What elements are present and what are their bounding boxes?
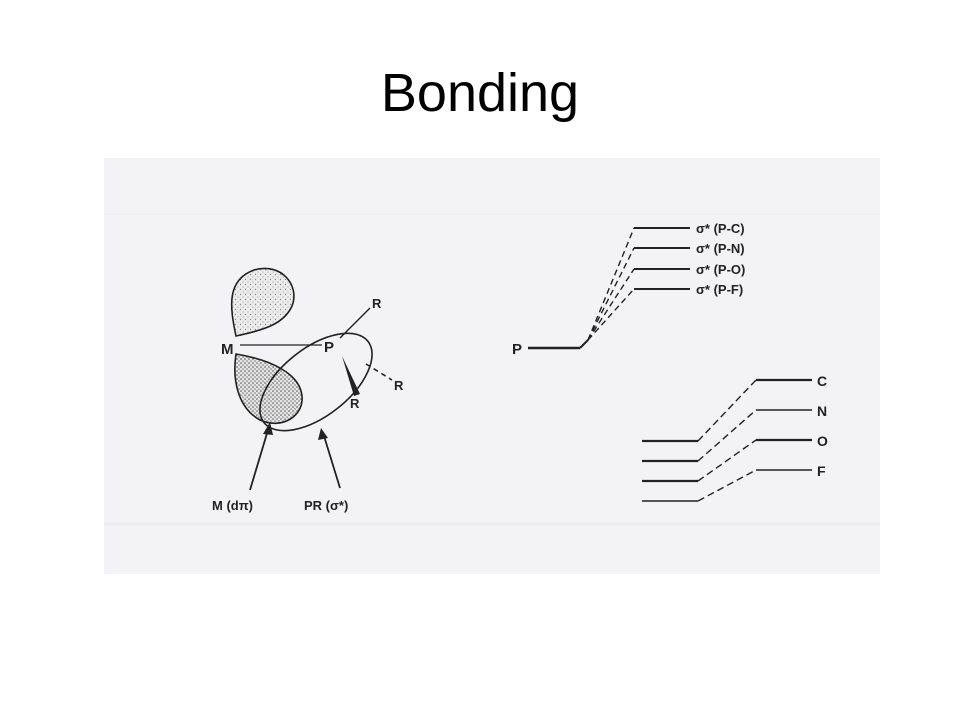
c-correlation-line bbox=[697, 379, 757, 442]
sigma-star-level-label: σ* (P-F) bbox=[696, 282, 743, 297]
po-correlation-line bbox=[587, 268, 635, 341]
atom-level-label: C bbox=[817, 373, 827, 389]
sigma-star-level-label: σ* (P-C) bbox=[696, 221, 745, 236]
metal-label: M bbox=[221, 341, 234, 358]
pn-correlation-line bbox=[587, 247, 635, 341]
f-correlation-line bbox=[697, 469, 757, 502]
ligand-orbital-arrow bbox=[323, 435, 341, 489]
pf-correlation-line bbox=[587, 288, 635, 341]
sigma-star-level-label: σ* (P-O) bbox=[696, 262, 745, 277]
orbital-overlap-diagram: M P R R R M (dπ) PR (σ*) bbox=[212, 267, 404, 513]
phosphorus-r-bond-dashed bbox=[365, 363, 393, 381]
n-correlation-line bbox=[697, 409, 757, 462]
phosphorus-sigma-star-orbital bbox=[259, 332, 373, 432]
sigma-star-level-label: σ* (P-N) bbox=[696, 241, 745, 256]
metal-d-orbital-lower-lobe bbox=[234, 353, 303, 425]
substituent-label-upper: R bbox=[372, 296, 382, 311]
phosphorus-level-kink bbox=[579, 339, 589, 349]
phosphorus-label: P bbox=[324, 339, 334, 356]
atom-level-label: O bbox=[817, 433, 828, 449]
slide-title: Bonding bbox=[380, 63, 580, 123]
pc-correlation-line bbox=[587, 227, 635, 341]
o-correlation-line bbox=[697, 439, 757, 482]
metal-d-orbital-upper-lobe bbox=[230, 267, 295, 337]
ligand-orbital-arrowhead bbox=[318, 428, 328, 440]
scanned-figure: M P R R R M (dπ) PR (σ*) P σ* (P-C) bbox=[104, 158, 880, 574]
metal-orbital-arrow bbox=[249, 429, 269, 491]
phosphorus-r-bond-wedge bbox=[342, 356, 360, 396]
substituent-label-lower: R bbox=[350, 396, 360, 411]
figure-canvas: M P R R R M (dπ) PR (σ*) P σ* (P-C) bbox=[104, 213, 880, 525]
substituent-label-right: R bbox=[394, 378, 404, 393]
metal-orbital-arrowhead bbox=[263, 422, 273, 435]
atom-energy-diagram: C N O F bbox=[642, 373, 828, 502]
phosphorus-level-label: P bbox=[512, 341, 522, 358]
ligand-orbital-caption: PR (σ*) bbox=[304, 498, 348, 513]
sigma-star-energy-diagram: P σ* (P-C) σ* (P-N) σ* (P-O) σ* (P-F) bbox=[512, 221, 745, 358]
atom-level-label: N bbox=[817, 403, 827, 419]
atom-level-label: F bbox=[817, 463, 826, 479]
phosphorus-r-bond-upper bbox=[339, 307, 371, 339]
metal-orbital-caption: M (dπ) bbox=[212, 498, 253, 513]
